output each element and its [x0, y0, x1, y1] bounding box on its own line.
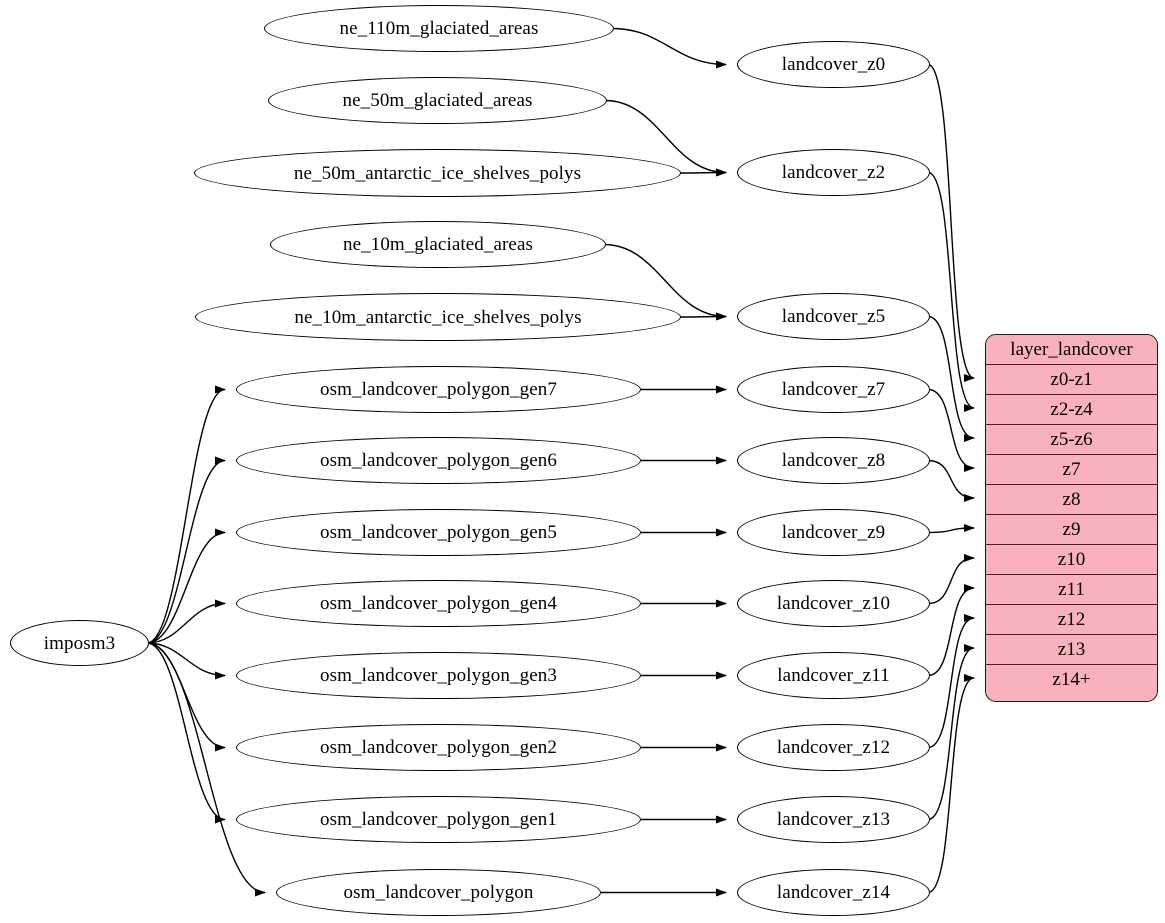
- node-label: osm_landcover_polygon_gen3: [320, 665, 557, 686]
- node-label: landcover_z10: [776, 593, 891, 614]
- edge-landcover_z13-to-layer_landcover:z13: [927, 644, 975, 821]
- node-landcover_z9[interactable]: landcover_z9: [737, 509, 930, 556]
- node-landcover_z10[interactable]: landcover_z10: [737, 580, 930, 627]
- edge-imposm3-to-osm_landcover_polygon_gen3: [146, 642, 226, 680]
- edge-ne_10m_glaciated_areas-to-landcover_z5: [603, 243, 727, 321]
- node-ne_10m_glaciated_areas[interactable]: ne_10m_glaciated_areas: [270, 221, 606, 268]
- node-label: ne_10m_glaciated_areas: [342, 234, 533, 255]
- node-label: ne_10m_antarctic_ice_shelves_polys: [294, 306, 582, 328]
- node-label: landcover_z9: [781, 522, 886, 543]
- edge-imposm3-to-osm_landcover_polygon_gen1: [146, 642, 226, 824]
- node-label: ne_50m_antarctic_ice_shelves_polys: [293, 162, 582, 184]
- edge-imposm3-to-osm_landcover_polygon_gen7: [146, 385, 226, 644]
- edge-landcover_z0-to-layer_landcover:z0-z1: [927, 63, 975, 382]
- node-label: ne_50m_glaciated_areas: [342, 90, 533, 111]
- edge-imposm3-to-osm_landcover_polygon_gen4: [146, 599, 226, 644]
- node-label: landcover_z0: [781, 54, 886, 75]
- node-osm_landcover_polygon_gen1[interactable]: osm_landcover_polygon_gen1: [236, 796, 641, 843]
- node-landcover_z13[interactable]: landcover_z13: [737, 796, 930, 843]
- record-row-z11[interactable]: z11: [986, 574, 1157, 604]
- node-landcover_z5[interactable]: landcover_z5: [737, 293, 930, 340]
- node-osm_landcover_polygon_gen7[interactable]: osm_landcover_polygon_gen7: [236, 366, 641, 413]
- edge-landcover_z14-to-layer_landcover:z14+: [927, 674, 975, 894]
- node-osm_landcover_polygon_gen3[interactable]: osm_landcover_polygon_gen3: [236, 652, 641, 699]
- node-landcover_z14[interactable]: landcover_z14: [737, 869, 930, 916]
- node-label: osm_landcover_polygon_gen2: [320, 737, 557, 758]
- node-label: landcover_z8: [781, 450, 886, 471]
- node-landcover_z11[interactable]: landcover_z11: [737, 652, 930, 699]
- edge-ne_50m_antarctic_ice_shelves_polys-to-landcover_z2: [678, 168, 727, 177]
- node-label: landcover_z14: [776, 882, 891, 903]
- record-row-z13[interactable]: z13: [986, 634, 1157, 664]
- record-row-z2-z4[interactable]: z2-z4: [986, 394, 1157, 424]
- node-label: osm_landcover_polygon_gen1: [320, 809, 557, 830]
- record-row-z14+[interactable]: z14+: [986, 664, 1157, 694]
- edge-landcover_z12-to-layer_landcover:z12: [927, 614, 975, 749]
- node-landcover_z0[interactable]: landcover_z0: [737, 41, 930, 88]
- node-label: osm_landcover_polygon: [343, 882, 534, 903]
- edge-imposm3-to-osm_landcover_polygon_gen6: [146, 456, 226, 644]
- node-label: landcover_z11: [777, 665, 890, 686]
- edge-landcover_z11-to-layer_landcover:z11: [927, 584, 975, 677]
- node-label: osm_landcover_polygon_gen6: [320, 450, 557, 471]
- node-label: landcover_z2: [781, 162, 886, 183]
- edge-landcover_z7-to-layer_landcover:z7: [927, 388, 975, 472]
- node-ne_50m_glaciated_areas[interactable]: ne_50m_glaciated_areas: [268, 77, 607, 124]
- record-header: layer_landcover: [986, 335, 1157, 364]
- node-label: osm_landcover_polygon_gen4: [320, 593, 557, 614]
- record-row-z12[interactable]: z12: [986, 604, 1157, 634]
- node-label: imposm3: [43, 632, 116, 654]
- node-landcover_z2[interactable]: landcover_z2: [737, 149, 930, 196]
- node-osm_landcover_polygon_gen5[interactable]: osm_landcover_polygon_gen5: [236, 509, 641, 556]
- record-row-z9[interactable]: z9: [986, 514, 1157, 544]
- node-imposm3[interactable]: imposm3: [10, 620, 149, 666]
- edge-landcover_z10-to-layer_landcover:z10: [927, 554, 975, 605]
- edge-imposm3-to-osm_landcover_polygon_gen5: [146, 528, 226, 644]
- edge-ne_10m_antarctic_ice_shelves_polys-to-landcover_z5: [678, 312, 727, 321]
- node-osm_landcover_polygon_gen4[interactable]: osm_landcover_polygon_gen4: [236, 580, 641, 627]
- node-landcover_z8[interactable]: landcover_z8: [737, 437, 930, 484]
- record-row-z8[interactable]: z8: [986, 484, 1157, 514]
- node-label: landcover_z13: [776, 809, 891, 830]
- edge-landcover_z5-to-layer_landcover:z5-z6: [927, 315, 975, 442]
- record-row-z5-z6[interactable]: z5-z6: [986, 424, 1157, 454]
- node-landcover_z7[interactable]: landcover_z7: [737, 366, 930, 413]
- node-label: landcover_z7: [781, 379, 886, 400]
- record-row-z0-z1[interactable]: z0-z1: [986, 364, 1157, 394]
- node-label: osm_landcover_polygon_gen7: [320, 379, 557, 400]
- node-landcover_z12[interactable]: landcover_z12: [737, 724, 930, 771]
- node-ne_10m_antarctic_ice_shelves_polys[interactable]: ne_10m_antarctic_ice_shelves_polys: [195, 293, 681, 341]
- node-osm_landcover_polygon[interactable]: osm_landcover_polygon: [276, 869, 601, 916]
- edge-landcover_z8-to-layer_landcover:z8: [927, 459, 975, 502]
- edge-imposm3-to-osm_landcover_polygon: [146, 642, 266, 897]
- node-label: osm_landcover_polygon_gen5: [320, 522, 557, 543]
- record-row-z10[interactable]: z10: [986, 544, 1157, 574]
- record-row-z7[interactable]: z7: [986, 454, 1157, 484]
- edge-ne_50m_glaciated_areas-to-landcover_z2: [604, 99, 727, 177]
- node-label: ne_110m_glaciated_areas: [339, 18, 539, 39]
- edge-ne_110m_glaciated_areas-to-landcover_z0: [611, 27, 727, 69]
- node-ne_50m_antarctic_ice_shelves_polys[interactable]: ne_50m_antarctic_ice_shelves_polys: [194, 149, 681, 197]
- node-osm_landcover_polygon_gen6[interactable]: osm_landcover_polygon_gen6: [236, 437, 641, 484]
- node-label: landcover_z12: [776, 737, 891, 758]
- node-ne_110m_glaciated_areas[interactable]: ne_110m_glaciated_areas: [264, 5, 614, 52]
- edge-landcover_z9-to-layer_landcover:z9: [927, 524, 975, 534]
- node-osm_landcover_polygon_gen2[interactable]: osm_landcover_polygon_gen2: [236, 724, 641, 771]
- edge-landcover_z2-to-layer_landcover:z2-z4: [927, 171, 975, 412]
- node-label: landcover_z5: [781, 306, 886, 327]
